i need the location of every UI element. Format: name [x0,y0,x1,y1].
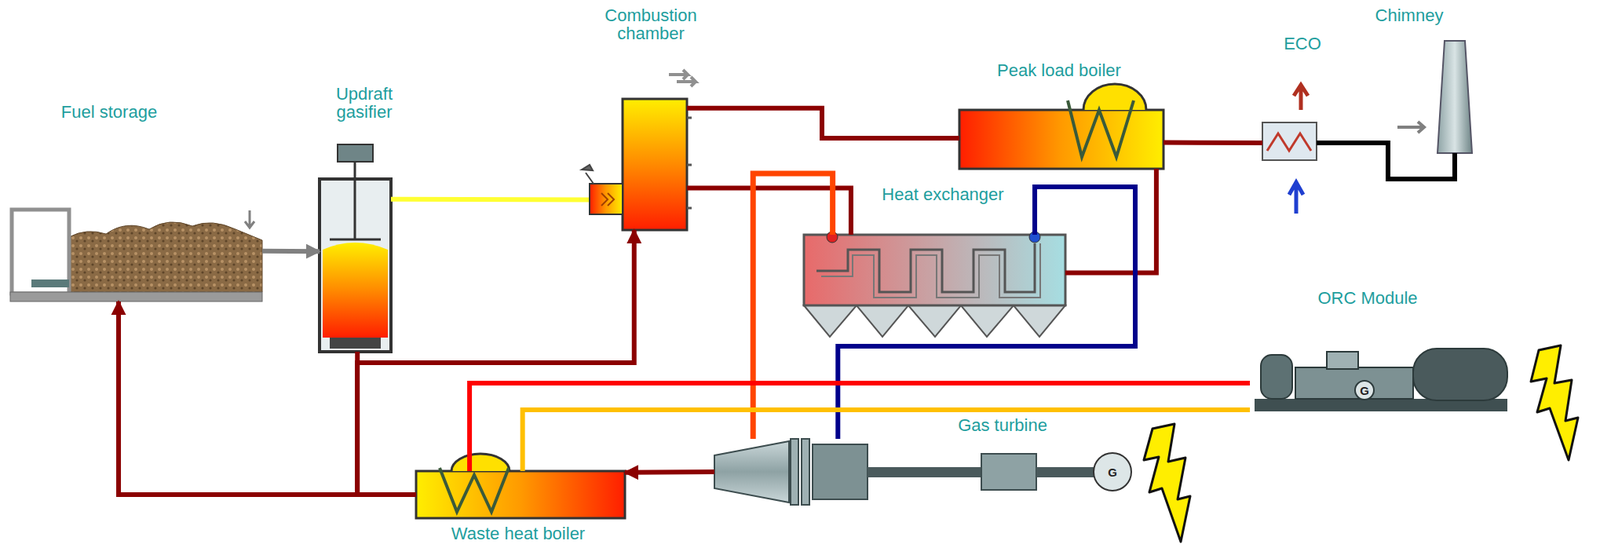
orc-node: ORC Module [1249,341,1511,414]
pipe-connector [357,230,635,495]
equipment-label: ORC Module [1317,288,1418,307]
turbine-node: Gas turbine [714,438,1135,505]
waste-heat-boiler-node: Waste heat boiler [416,471,625,519]
equipment-label: Gas turbine [957,416,1048,435]
equipment-label: Peak load boiler [997,61,1122,80]
heat-exchanger-drawing [803,231,1066,337]
pipe-connector [1163,140,1263,146]
equipment-label: Waste heat boiler [451,524,585,543]
combustion-chamber-drawing [622,69,696,231]
pipe-connector [1316,142,1455,179]
economizer-node: ECO [1262,122,1317,161]
generator-symbol-letter: G [1359,384,1370,397]
chimney-node: Chimney [1437,40,1473,154]
economizer-drawing [1262,84,1317,214]
pipe-connector [624,469,715,475]
pipe-connector [522,409,1250,472]
equipment-label: Chimney [1375,6,1444,25]
boiler-node: Peak load boiler [959,84,1164,169]
pipe-connector [1065,168,1157,274]
equipment-label: Fuel storage [61,102,158,121]
heat-exchanger-node: Heat exchanger [803,234,1066,306]
gasifier-drawing [319,144,391,352]
lightning-bolt [1530,345,1579,461]
fuel-storage-drawing [10,209,263,302]
peak-load-boiler-drawing [959,84,1164,169]
pipe-connector [357,351,417,495]
pipe-connector [837,186,1136,439]
pipe-connector [686,108,960,139]
equipment-label: Updraft gasifier [309,84,420,121]
equipment-label: ECO [1283,34,1322,53]
pipe-connector [390,197,623,203]
gasifier-node: Updraft gasifier [319,142,391,352]
pipe-connector [262,248,320,255]
equipment-label: Combustion chamber [584,6,718,43]
pipe-connector [752,173,833,439]
lightning-bolt [1143,423,1191,542]
pipe-connector [469,383,1250,472]
pipe-connector [686,188,852,235]
gas-turbine-drawing [714,438,1132,505]
equipment-label: Heat exchanger [880,185,1006,204]
chimney-drawing [1397,40,1473,154]
storage-node: Fuel storage [10,209,263,302]
chamber-node: Combustion chamber [622,98,687,231]
burner-drawing [581,164,623,215]
orc-module-drawing [1254,348,1508,412]
pipe-connector [118,301,417,495]
generator-symbol-letter: G [1107,466,1118,479]
